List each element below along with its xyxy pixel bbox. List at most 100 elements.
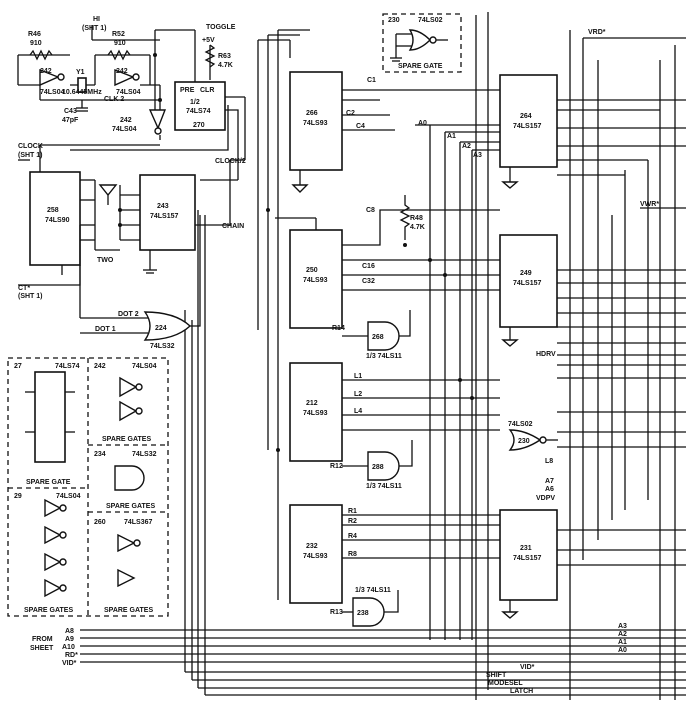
u268-num: 268 — [372, 334, 384, 341]
signal-clock-sheet: (SHT 1) — [18, 152, 43, 159]
u242a-num: 242 — [40, 68, 52, 75]
u270-num: 270 — [193, 122, 205, 129]
spare-boxes — [7, 357, 169, 617]
spare-u29-label: SPARE GATES — [24, 607, 73, 614]
label-r52: R52 — [112, 31, 125, 38]
signal-r12: R12 — [330, 463, 343, 470]
signal-clock2: CLOCK/2 — [215, 158, 246, 165]
u242c-num: 242 — [120, 117, 132, 124]
signal-clock: CLOCK — [18, 143, 43, 150]
spare-u234-num: 234 — [94, 451, 106, 458]
label-r46-value: 910 — [30, 40, 42, 47]
signal-l1: L1 — [354, 373, 362, 380]
u270-half: 1/2 — [190, 99, 200, 106]
signal-r1: R1 — [348, 508, 357, 515]
signal-vwr: VWR* — [640, 201, 659, 208]
chip-u212 — [289, 362, 500, 462]
spare-u242d-type: 74LS04 — [132, 363, 157, 370]
spare-u260-type: 74LS367 — [124, 519, 153, 526]
chip-u243 — [98, 160, 231, 274]
u232-type: 74LS93 — [303, 553, 328, 560]
r48-value: 4.7K — [410, 224, 425, 231]
gate-u230b — [508, 429, 558, 451]
u242b-num: 242 — [116, 68, 128, 75]
label-spare-u230-type: 74LS02 — [418, 17, 443, 24]
right-bus-wires — [475, 12, 686, 700]
label-plus5v: +5V — [202, 37, 215, 44]
u242c-type: 74LS04 — [112, 126, 137, 133]
u288-type: 1/3 74LS11 — [366, 483, 402, 490]
signal-dot2: DOT 2 — [118, 311, 139, 318]
label-r63-value: 4.7K — [218, 62, 233, 69]
signal-r4: R4 — [348, 533, 357, 540]
u212-type: 74LS93 — [303, 410, 328, 417]
chip-u250 — [275, 209, 500, 329]
resistor-r52 — [107, 49, 131, 61]
u212-num: 212 — [306, 400, 318, 407]
label-c43-value: 47pF — [62, 117, 79, 124]
signal-c4: C4 — [356, 123, 365, 130]
u264-num: 264 — [520, 113, 532, 120]
junction-dots — [118, 53, 474, 452]
chip-u264 — [499, 74, 558, 189]
label-hi: HI — [93, 16, 100, 23]
u250-type: 74LS93 — [303, 277, 328, 284]
signal-shift: SHIFT — [486, 672, 507, 679]
label-r46: R46 — [28, 31, 41, 38]
signal-two: TWO — [97, 257, 114, 264]
chip-u232 — [289, 504, 500, 604]
signal-l4: L4 — [354, 408, 362, 415]
gate-u288 — [342, 440, 413, 481]
label-hi-sheet: (SHT 1) — [82, 25, 107, 32]
label-r52-value: 910 — [114, 40, 126, 47]
chip-u270 — [174, 81, 226, 131]
signal-a1-right: A1 — [618, 639, 627, 646]
u250-num: 250 — [306, 267, 318, 274]
u258-num: 258 — [47, 207, 59, 214]
u243-type: 74LS157 — [150, 213, 179, 220]
signal-r13: R13 — [330, 609, 343, 616]
spare-u27-label: SPARE GATE — [26, 479, 71, 486]
label-sheet: SHEET — [30, 645, 54, 652]
gate-u268 — [342, 310, 411, 351]
signal-dot1: DOT 1 — [95, 326, 116, 333]
signal-vid: VID* — [62, 660, 77, 667]
signal-l2: L2 — [354, 391, 362, 398]
signal-a0: A0 — [418, 120, 427, 127]
signal-modesel: MODESEL — [488, 680, 523, 687]
signal-vdpv: VDPV — [536, 495, 555, 502]
signal-c8: C8 — [366, 207, 375, 214]
signal-latch: LATCH — [510, 688, 533, 695]
u238-type: 1/3 74LS11 — [355, 587, 391, 594]
signal-hdrv: HDRV — [536, 351, 556, 358]
spare-u234-type: 74LS32 — [132, 451, 157, 458]
r48-label: R48 — [410, 215, 423, 222]
chip-u266 — [289, 71, 500, 193]
signal-a9: A9 — [65, 636, 74, 643]
u231-type: 74LS157 — [513, 555, 542, 562]
signal-rd: RD* — [65, 652, 78, 659]
u268-type: 1/3 74LS11 — [366, 353, 402, 360]
u242a-type: 74LS04 — [40, 89, 65, 96]
spare-u27-num: 27 — [14, 363, 22, 370]
signal-ct: CT* — [18, 285, 30, 292]
signal-a6: A6 — [545, 486, 554, 493]
signal-c32: C32 — [362, 278, 375, 285]
u266-num: 266 — [306, 110, 318, 117]
signal-c2: C2 — [346, 110, 355, 117]
spare-u29-num: 29 — [14, 493, 22, 500]
u270-clr: CLR — [200, 87, 214, 94]
u238-num: 238 — [357, 610, 369, 617]
signal-r14: R14 — [332, 325, 345, 332]
signal-a10: A10 — [62, 644, 75, 651]
u230b-num: 230 — [518, 438, 530, 445]
spare-u260-label: SPARE GATES — [104, 607, 153, 614]
u224-type: 74LS32 — [150, 343, 175, 350]
u243-num: 243 — [157, 203, 169, 210]
u266-type: 74LS93 — [303, 120, 328, 127]
label-clk2: CLK 2 — [104, 96, 124, 103]
chip-u249 — [499, 234, 558, 347]
label-y1-value: 10.6445MHz — [62, 89, 102, 96]
u270-pre: PRE — [180, 87, 195, 94]
